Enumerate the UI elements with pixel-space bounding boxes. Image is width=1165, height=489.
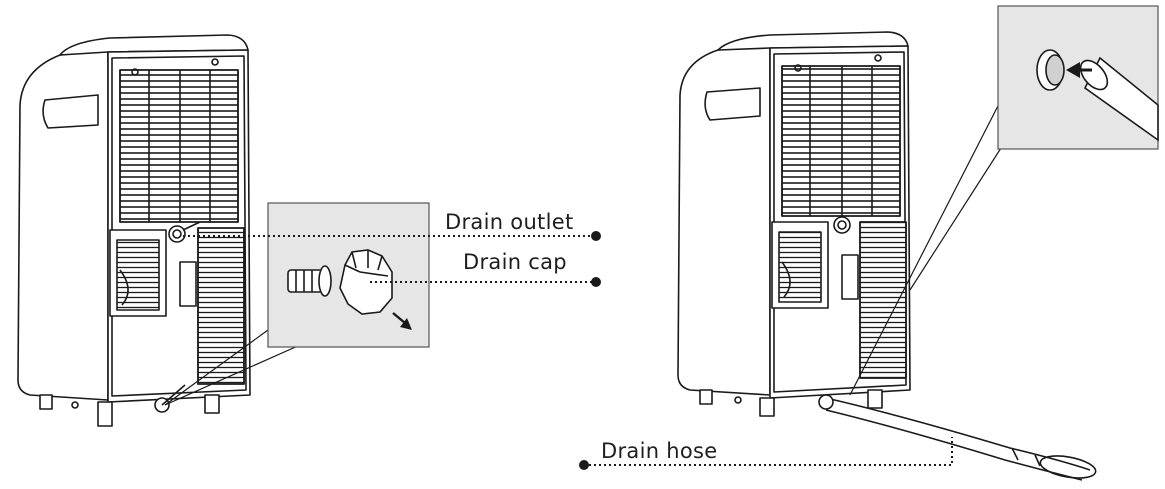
- drain-hose-leader: [584, 437, 953, 466]
- callout-dots: [579, 231, 601, 470]
- drain-outlet-dot: [591, 231, 601, 241]
- drain-cap-dot: [591, 277, 601, 287]
- drain-outlet-label: Drain outlet: [445, 210, 574, 234]
- outlet-closeup-illustration: [1036, 49, 1065, 91]
- drain-hose-label: Drain hose: [601, 439, 718, 463]
- drain-cap-illustration: [339, 249, 393, 315]
- right-ac-unit: [677, 31, 911, 417]
- drain-hose-illustration: [818, 394, 1097, 481]
- callout-leaders: [183, 235, 953, 466]
- hose-closeup-illustration: [1079, 56, 1159, 142]
- drain-outlet-illustration: [287, 265, 332, 297]
- drain-cap-label: Drain cap: [463, 250, 567, 274]
- right-detail-inset: [849, 5, 1159, 396]
- insert-arrow-icon: [1066, 62, 1092, 78]
- drain-hose-dot: [579, 460, 589, 470]
- left-ac-unit: [17, 34, 251, 427]
- left-detail-inset: [164, 202, 430, 406]
- remove-arrow-icon: [392, 312, 412, 330]
